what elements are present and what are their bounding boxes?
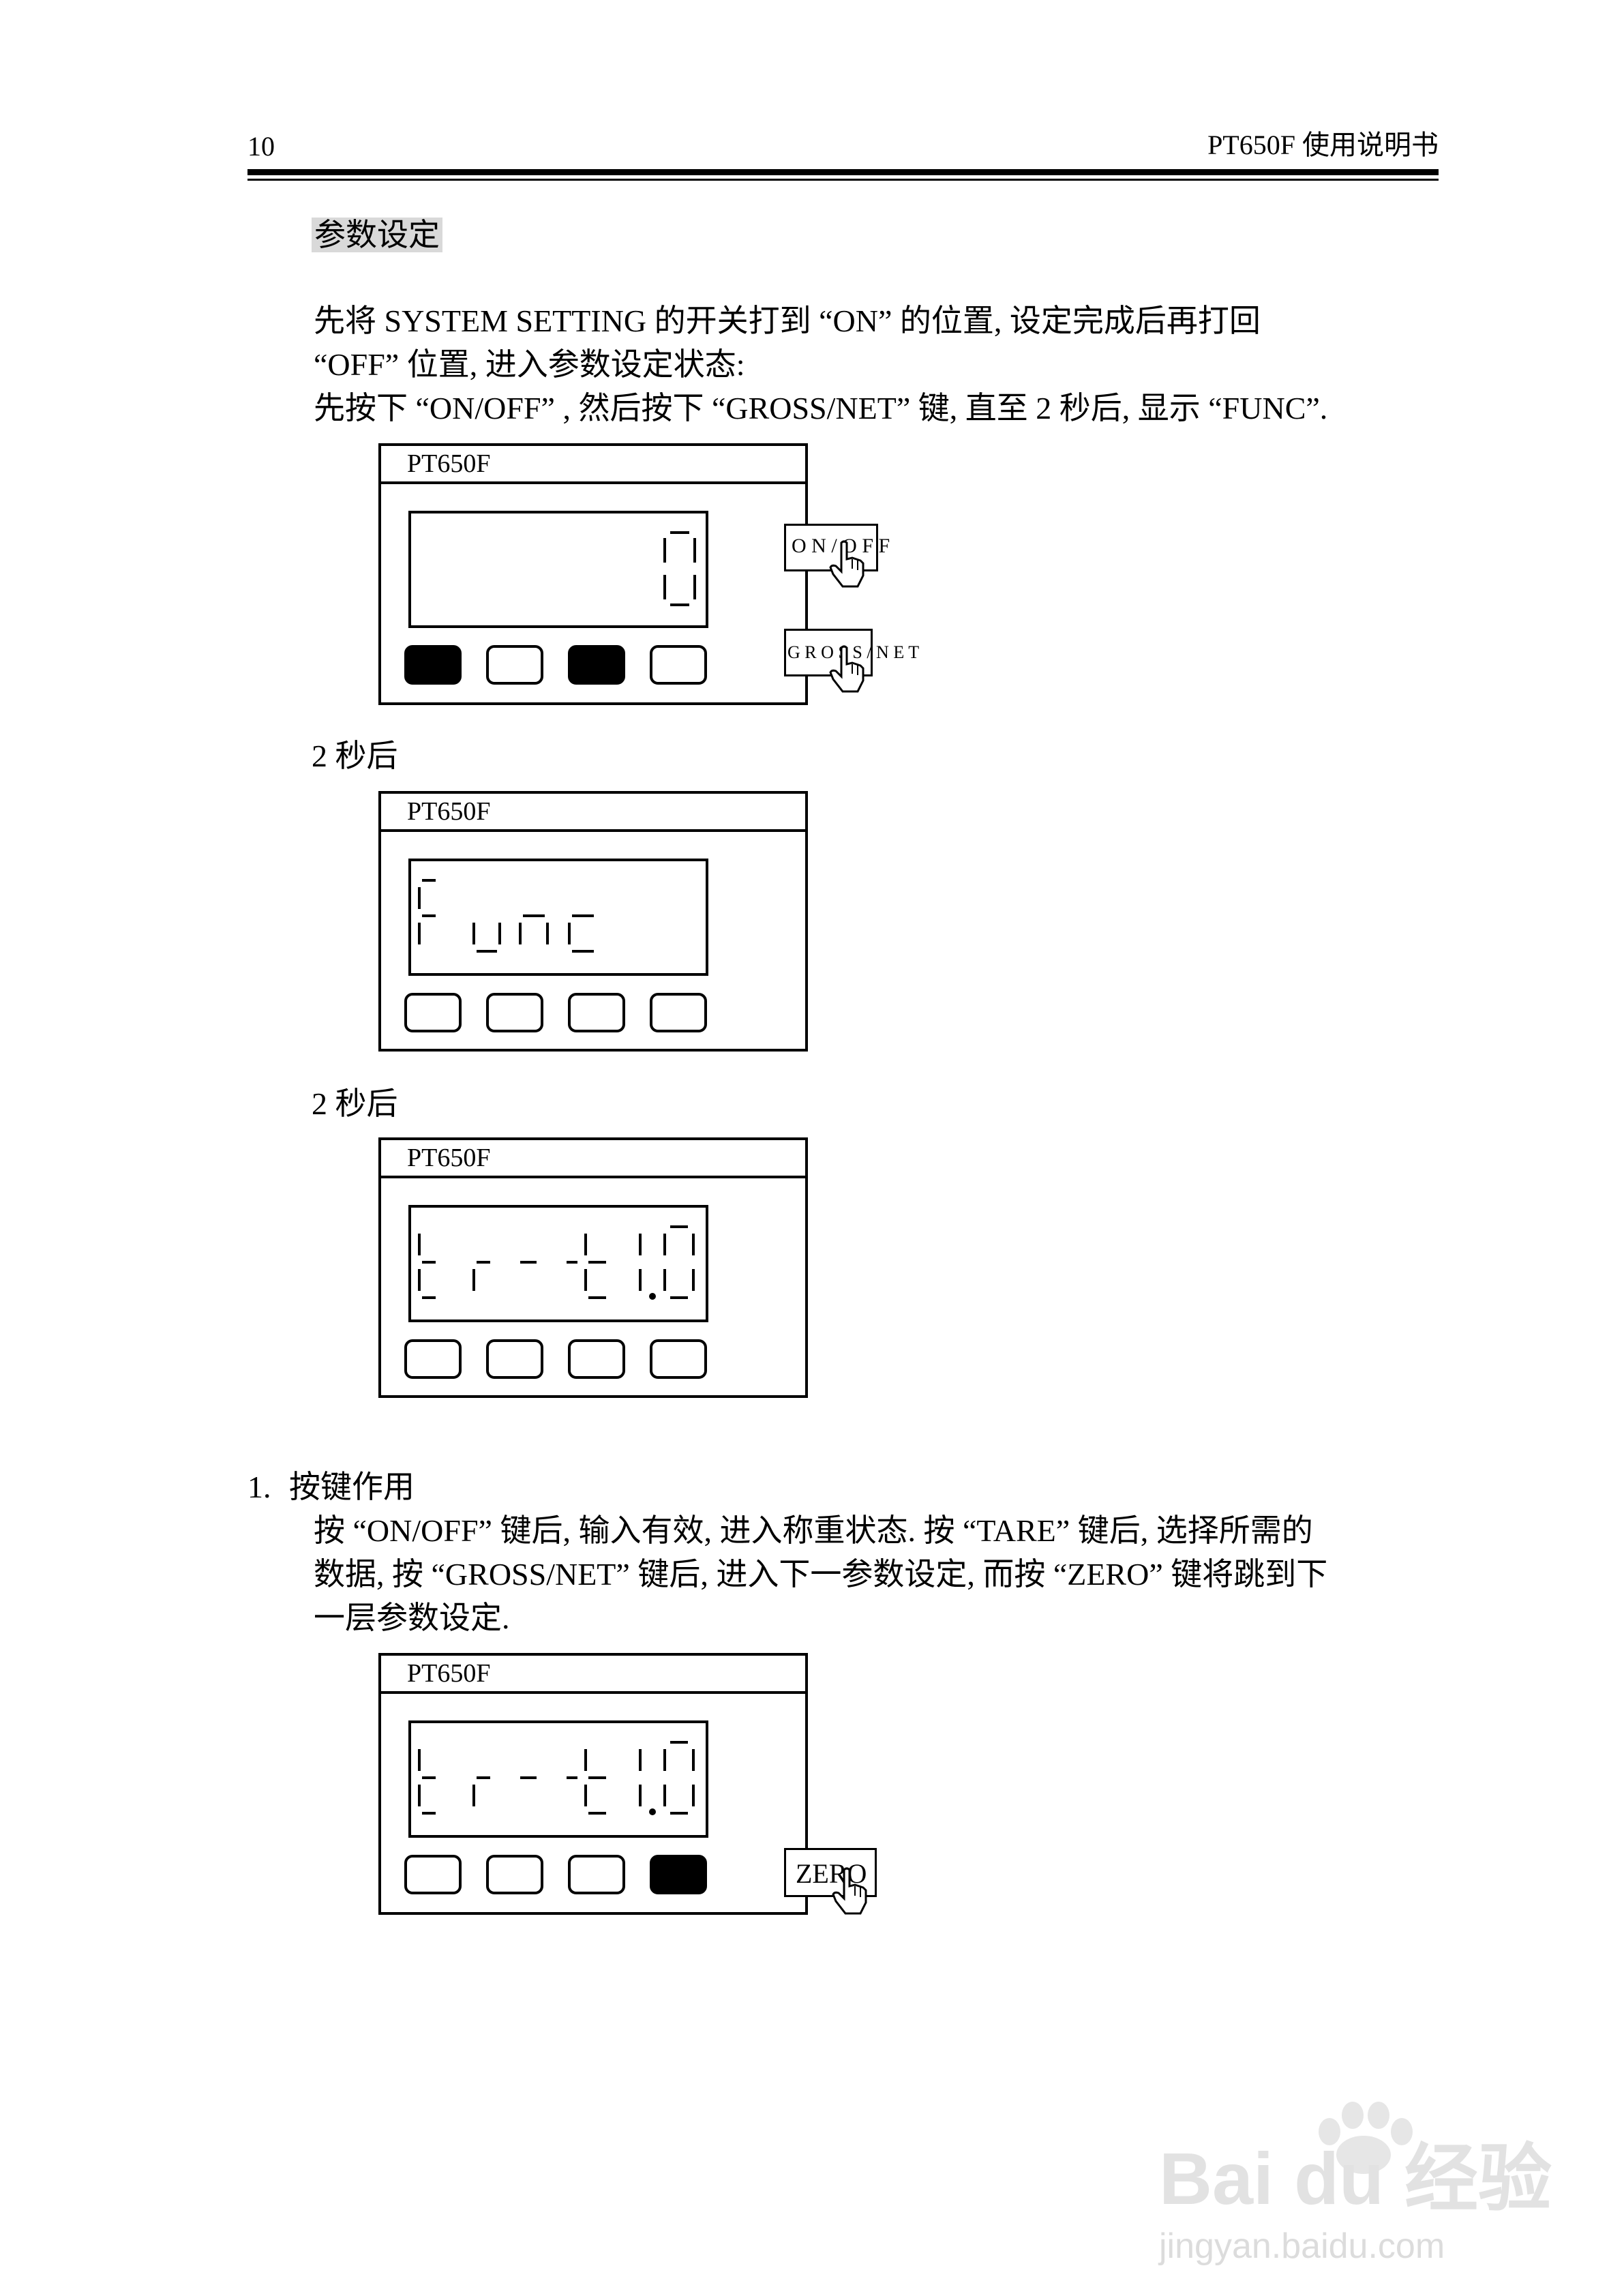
- display-digits: [418, 1225, 695, 1300]
- function-key-4[interactable]: [650, 1339, 707, 1379]
- device-figure-2: PT650F: [378, 791, 808, 1052]
- device-display: [408, 1720, 708, 1838]
- function-key-1[interactable]: [404, 1855, 462, 1894]
- device-title-bar: PT650F: [381, 1140, 805, 1178]
- function-key-3[interactable]: [568, 645, 625, 685]
- intro-line-2: “OFF” 位置, 进入参数设定状态:: [314, 347, 745, 382]
- zero-button[interactable]: ZERO: [784, 1848, 877, 1897]
- function-key-1[interactable]: [404, 645, 462, 685]
- function-key-2[interactable]: [486, 1339, 543, 1379]
- watermark-url: jingyan.baidu.com: [1159, 2226, 1445, 2266]
- device-display: [408, 1205, 708, 1322]
- item-title: 按键作用: [289, 1470, 415, 1504]
- device-figure-3: PT650F: [378, 1137, 808, 1398]
- gross-net-label: G R O S S / N E T: [787, 642, 920, 662]
- device-figure-4: PT650F: [378, 1653, 808, 1915]
- device-display: [408, 859, 708, 976]
- item-line-1: 按 “ON/OFF” 键后, 输入有效, 进入称重状态. 按 “TARE” 键后…: [314, 1513, 1313, 1548]
- function-key-3[interactable]: [568, 993, 625, 1032]
- item-number: 1.: [247, 1470, 271, 1504]
- figure-caption: 2 秒后: [312, 739, 398, 773]
- section-title-text: 参数设定: [312, 218, 442, 252]
- device-display: [408, 511, 708, 628]
- intro-line-3: 先按下 “ON/OFF” , 然后按下 “GROSS/NET” 键, 直至 2 …: [314, 391, 1328, 426]
- intro-line-1: 先将 SYSTEM SETTING 的开关打到 “ON” 的位置, 设定完成后再…: [314, 303, 1261, 338]
- header-rule-thin: [247, 179, 1439, 181]
- device-title-bar: PT650F: [381, 1656, 805, 1694]
- header-rule: [247, 169, 1439, 175]
- function-key-4[interactable]: [650, 645, 707, 685]
- page-number: 10: [247, 131, 275, 162]
- device-figure-1: PT650F: [378, 443, 808, 705]
- item-line-3: 一层参数设定.: [314, 1600, 510, 1635]
- item-line-2: 数据, 按 “GROSS/NET” 键后, 进入下一参数设定, 而按 “ZERO…: [314, 1557, 1328, 1592]
- function-key-1[interactable]: [404, 1339, 462, 1379]
- hand-pointer-icon: [829, 540, 864, 588]
- function-key-4[interactable]: [650, 993, 707, 1032]
- display-digits: [418, 879, 594, 953]
- function-key-3[interactable]: [568, 1339, 625, 1379]
- hand-pointer-icon: [832, 1867, 867, 1915]
- device-model: PT650F: [407, 797, 491, 826]
- device-title-bar: PT650F: [381, 794, 805, 832]
- function-key-2[interactable]: [486, 993, 543, 1032]
- display-digits: [418, 1741, 695, 1815]
- device-title-bar: PT650F: [381, 446, 805, 484]
- device-model: PT650F: [407, 1659, 491, 1688]
- hand-pointer-icon: [829, 645, 864, 693]
- function-key-3[interactable]: [568, 1855, 625, 1894]
- paw-logo-icon: [1319, 2102, 1413, 2174]
- function-key-2[interactable]: [486, 645, 543, 685]
- device-model: PT650F: [407, 1144, 491, 1172]
- function-key-2[interactable]: [486, 1855, 543, 1894]
- figure-caption: 2 秒后: [312, 1086, 398, 1121]
- device-model: PT650F: [407, 449, 491, 478]
- watermark-brand: Bai du 经验: [1159, 2137, 1552, 2220]
- function-key-1[interactable]: [404, 993, 462, 1032]
- function-key-4[interactable]: [650, 1855, 707, 1894]
- section-title: 参数设定: [312, 214, 442, 256]
- display-digits: [663, 531, 696, 606]
- document-title: PT650F 使用说明书: [1207, 130, 1439, 160]
